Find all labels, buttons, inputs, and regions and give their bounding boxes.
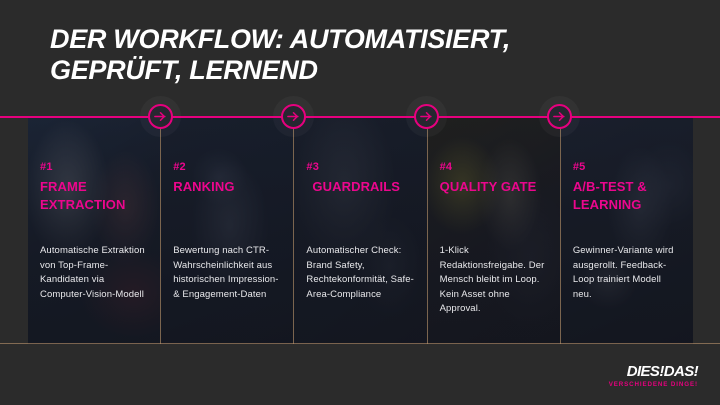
step-title-3: GUARDRAILS (312, 179, 401, 194)
card-scrim-3 (294, 118, 427, 344)
step-number-2: #2 (173, 161, 186, 173)
workflow-step-card-4[interactable]: #4 QUALITY GATE 1-Klick Redaktionsfreiga… (427, 118, 561, 344)
step-description-2: Bewertung nach CTR-Wahrscheinlichkeit au… (173, 245, 279, 300)
workflow-step-card-3[interactable]: #3 GUARDRAILS Automatischer Check: Brand… (294, 118, 428, 344)
band-bottom-rule (0, 343, 720, 344)
step-description-5: Gewinner-Variante wird ausgerollt. Feedb… (572, 245, 674, 300)
arrow-right-circle-icon-3[interactable] (414, 104, 439, 129)
workflow-band: #1 FRAME EXTRACTION Automatische Extrakt… (0, 104, 720, 344)
workflow-step-card-2[interactable]: #2 RANKING Bewertung nach CTR-Wahrschein… (161, 118, 295, 344)
step-description-3: Automatischer Check: Brand Safety, Recht… (306, 245, 414, 300)
step-title-1: FRAME EXTRACTION (40, 179, 126, 212)
card-scrim-1 (28, 118, 161, 344)
step-number-4: #4 (439, 161, 453, 173)
workflow-step-list: #1 FRAME EXTRACTION Automatische Extrakt… (28, 118, 694, 344)
step-title-4: QUALITY GATE (439, 179, 537, 194)
card-scrim-5 (560, 118, 694, 344)
arrow-right-circle-icon-4[interactable] (547, 104, 572, 129)
page-title-line-2: GEPRÜFT, LERNEND (50, 55, 318, 85)
card-content-3: #3 GUARDRAILS Automatischer Check: Brand… (294, 118, 426, 344)
card-content-1: #1 FRAME EXTRACTION Automatische Extrakt… (28, 118, 160, 344)
arrow-right-circle-icon-1[interactable] (148, 104, 173, 129)
card-content-2: #2 RANKING Bewertung nach CTR-Wahrschein… (161, 118, 293, 344)
arrow-right-circle-icon-2[interactable] (281, 104, 306, 129)
step-title-5: A/B-TEST & LEARNING (572, 179, 647, 212)
brand-logo: DIES!DAS! VERSCHIEDENE DINGE! (608, 363, 699, 389)
step-number-1: #1 (40, 161, 53, 173)
brand-logo-tagline: VERSCHIEDENE DINGE! (608, 381, 698, 388)
timeline-rule (0, 116, 720, 118)
page-title: DER WORKFLOW: AUTOMATISIERT, GEPRÜFT, LE… (50, 24, 680, 86)
step-description-1: Automatische Extraktion von Top-Frame-Ka… (40, 245, 145, 300)
brand-logo-main: DIES!DAS! (626, 363, 699, 380)
workflow-step-card-5[interactable]: #5 A/B-TEST & LEARNING Gewinner-Variante… (560, 118, 694, 344)
card-scrim-4 (427, 118, 560, 344)
step-number-5: #5 (572, 161, 586, 173)
card-content-4: #4 QUALITY GATE 1-Klick Redaktionsfreiga… (428, 118, 560, 344)
card-content-5: #5 A/B-TEST & LEARNING Gewinner-Variante… (561, 118, 693, 344)
card-scrim-2 (161, 118, 294, 344)
page-title-line-1: DER WORKFLOW: AUTOMATISIERT, (50, 24, 511, 54)
workflow-step-card-1[interactable]: #1 FRAME EXTRACTION Automatische Extrakt… (28, 118, 162, 344)
step-description-4: 1-Klick Redaktionsfreigabe. Der Mensch b… (439, 245, 545, 314)
step-title-2: RANKING (173, 179, 235, 194)
step-number-3: #3 (306, 161, 320, 173)
